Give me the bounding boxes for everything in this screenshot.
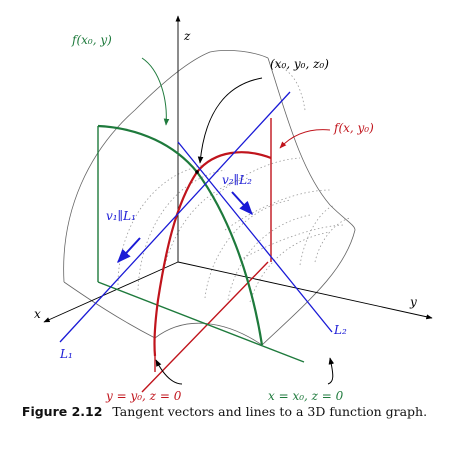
y-axis-label: y <box>409 295 417 309</box>
curve-f-x0-y <box>97 124 264 346</box>
label-L1: L₁ <box>59 347 73 361</box>
arrow-x-eq <box>327 357 335 385</box>
surface-outline <box>63 50 356 346</box>
label-y-eq: y = y₀, z = 0 <box>105 389 182 403</box>
label-point: (x₀, y₀, z₀) <box>270 57 329 71</box>
arrow-f-x0-y <box>141 57 170 126</box>
figure-caption: Figure 2.12 Tangent vectors and lines to … <box>0 404 449 419</box>
arrow-f-x-y0 <box>279 129 331 149</box>
z-axis-label: z <box>183 29 191 43</box>
red-base-line <box>141 261 269 393</box>
x-axis-line <box>43 261 179 323</box>
arrow-point <box>197 77 263 164</box>
label-f-x-y0: f(x, y₀) <box>333 121 374 135</box>
label-f-x0-y: f(x₀, y) <box>71 33 112 47</box>
label-x-eq: x = x₀, z = 0 <box>268 389 344 403</box>
axes <box>43 15 433 323</box>
caption-text: Tangent vectors and lines to a 3D functi… <box>112 404 428 419</box>
label-v1: v₁∥L₁ <box>106 209 136 223</box>
arrow-y-eq <box>155 359 183 385</box>
tangent-line-L1 <box>59 91 291 343</box>
vector-v2 <box>231 191 253 216</box>
caption-number: Figure 2.12 <box>21 404 103 419</box>
y-axis-line <box>177 261 433 320</box>
tangent-line-L2 <box>177 141 333 333</box>
x-axis-label: x <box>34 307 41 321</box>
tangent-point <box>195 170 199 174</box>
vector-v1 <box>117 237 141 264</box>
label-v2: v₂∥L₂ <box>222 173 252 187</box>
curve-f-x-y0 <box>153 151 272 357</box>
label-L2: L₂ <box>333 323 347 337</box>
green-base-line <box>97 281 305 363</box>
surface-mesh <box>117 61 351 303</box>
